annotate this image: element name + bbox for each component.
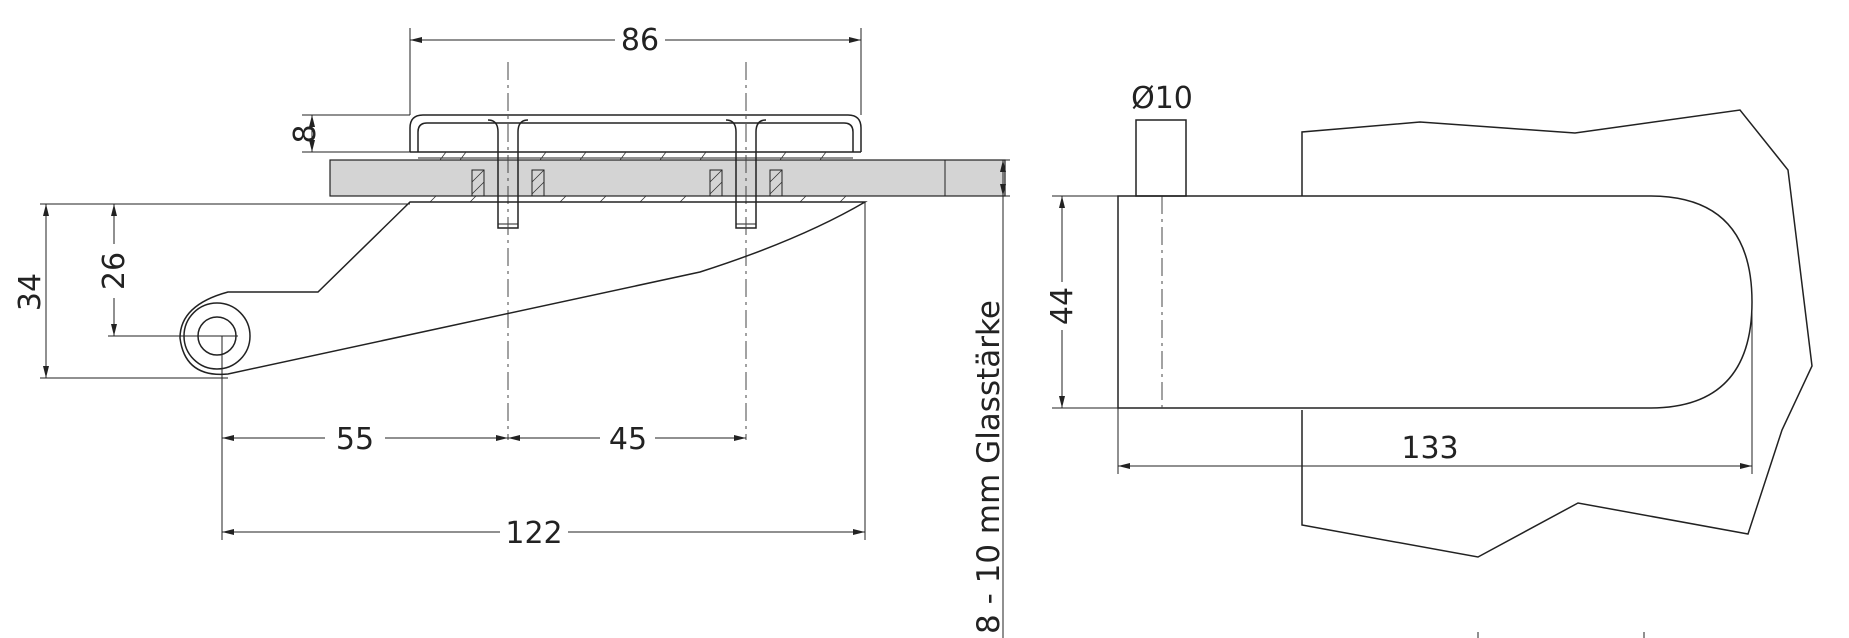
hinge-body-plan: [1117, 119, 1753, 409]
dim-122-label: 122: [505, 516, 562, 551]
glass-thickness-label: 8 - 10 mm Glasstärke: [971, 300, 1007, 634]
bolt-left: [471, 62, 545, 440]
clamp-cover-plate: [409, 114, 862, 159]
dim-44-label: 44: [1045, 287, 1080, 325]
dim-133-label: 133: [1401, 431, 1458, 466]
hinge-arm: [40, 201, 868, 540]
dim-45-label: 45: [609, 422, 647, 457]
dim-55-label: 55: [336, 422, 374, 457]
dim-26-label: 26: [97, 252, 132, 290]
dim-8-label: 8: [288, 124, 323, 143]
bolt-right: [709, 62, 783, 440]
dim-diameter-label: Ø10: [1131, 81, 1193, 116]
glass-panel: [329, 159, 1006, 197]
side-view: 86 8 34 26 55 45 122 8 - 10 mm Glasstärk…: [9, 23, 1010, 638]
dim-34-label: 34: [13, 273, 48, 311]
glass-panel-outline: [1301, 109, 1813, 558]
dim-86-label: 86: [621, 23, 659, 58]
plan-view: Ø10 44 133: [1045, 81, 1813, 638]
